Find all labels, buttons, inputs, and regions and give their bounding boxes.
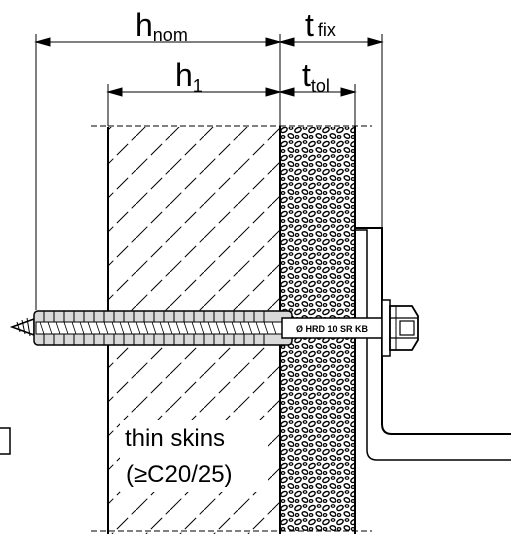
fixture-bracket	[355, 227, 511, 461]
dimension-lines	[34, 34, 384, 310]
label-background	[120, 420, 268, 492]
left-fixture-stub	[0, 427, 11, 455]
concrete-grade-label: (≥C20/25)	[126, 461, 233, 488]
frame-anchor: Ø HRD 10 SR KB	[9, 299, 419, 357]
t-tol-label: ttol	[302, 57, 330, 96]
h-nom-label: hnom	[135, 7, 188, 45]
thin-skins-label: thin skins	[125, 425, 225, 452]
anchor-marking: Ø HRD 10 SR KB	[296, 324, 369, 334]
h1-label: h1	[175, 57, 203, 96]
